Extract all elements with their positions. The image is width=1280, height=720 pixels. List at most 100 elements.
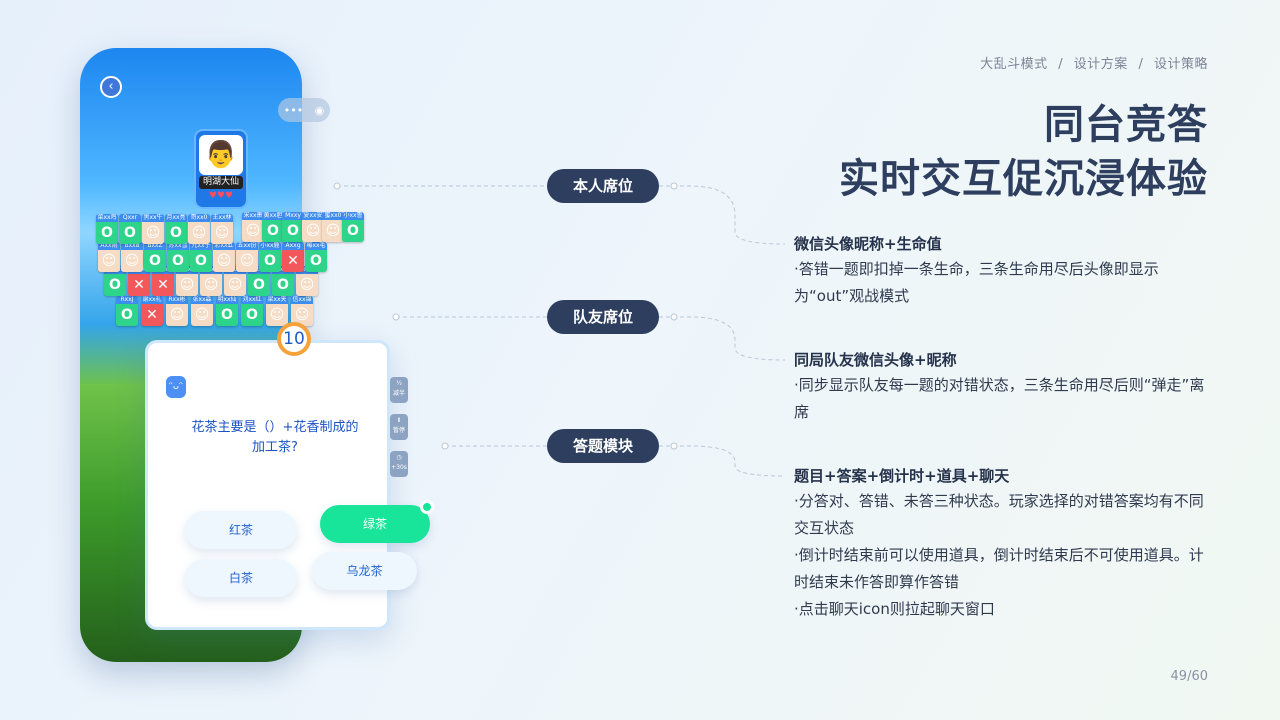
avatar: ☺: [191, 304, 213, 326]
page-title: 同台竞答 实时交互促沉浸体验: [839, 98, 1208, 206]
correct-icon: O: [241, 304, 263, 326]
correct-icon: O: [165, 222, 187, 244]
avatar: ☺: [302, 220, 324, 242]
title-line-2: 实时交互促沉浸体验: [839, 156, 1208, 202]
avatar: ☺: [200, 274, 222, 296]
avatar: ☺: [188, 222, 210, 244]
avatar: ☺: [296, 274, 318, 296]
avatar: ☺: [176, 274, 198, 296]
breadcrumb-item[interactable]: 设计方案: [1073, 57, 1128, 72]
back-button[interactable]: ‹: [100, 76, 122, 98]
avatar: ☺: [98, 250, 120, 272]
avatar: ☺: [142, 222, 164, 244]
teammate-nickname: Axxg: [282, 242, 304, 250]
wrong-icon: ✕: [282, 250, 304, 272]
chat-bot-icon[interactable]: ᵔᴗᵔ: [166, 376, 186, 398]
breadcrumb-item[interactable]: 大乱斗模式: [980, 57, 1048, 72]
answer-option-selected[interactable]: 绿茶: [320, 505, 430, 543]
teammate-seat: 大xx佳☺: [224, 266, 246, 296]
correct-icon: O: [282, 220, 304, 242]
teammate-seat: Rxx彬☺: [166, 296, 188, 326]
title-line-1: 同台竞答: [1044, 102, 1208, 148]
callout-description: 同局队友微信头像+昵称 ·同步显示队友每一题的对错状态，三条生命用尽后则“弹走”…: [794, 348, 1214, 426]
teammate-nickname: 黑xx牛: [142, 214, 164, 222]
selected-indicator-icon: [420, 500, 434, 514]
callout-heading: 题目+答案+倒计时+道具+聊天: [794, 467, 1010, 485]
avatar: ☺: [224, 274, 246, 296]
teammate-seat: 彩xx虹☺: [213, 242, 235, 272]
tool-add-time-button[interactable]: ◷ +30s: [390, 451, 408, 477]
teammate-seat: 张xx森☺: [191, 296, 213, 326]
callout-text: ·答错一题即扣掉一条生命，三条生命用尽后头像即显示为“out”观战模式: [794, 260, 1159, 305]
teammate-seat: 黑xx牛☺: [142, 214, 164, 244]
correct-icon: O: [259, 250, 281, 272]
callout-heading: 同局队友微信头像+昵称: [794, 351, 957, 369]
breadcrumb-item[interactable]: 设计策略: [1153, 57, 1208, 72]
teammate-seat: 宋xx萧☺: [242, 212, 264, 242]
teammate-nickname: 宋xx萧: [242, 212, 264, 220]
teammate-nickname: Axx雨: [98, 242, 120, 250]
tool-label: +30s: [391, 464, 407, 471]
clock-icon: ◷: [396, 454, 402, 461]
teammate-seat: 信xx锦☺: [291, 296, 313, 326]
teammate-nickname: 五xx份: [236, 242, 258, 250]
teammate-nickname: BxxZ: [144, 242, 166, 250]
answer-option[interactable]: 乌龙茶: [312, 552, 417, 590]
teammate-nickname: 小xx鹿: [259, 242, 281, 250]
avatar: ☺: [291, 304, 313, 326]
teammate-nickname: 刘xx红: [241, 296, 263, 304]
callout-text: ·倒计时结束前可以使用道具，倒计时结束后不可使用道具。计时结束未作答即算作答错: [794, 546, 1204, 591]
teammate-nickname: 小xx鲁: [342, 212, 364, 220]
callout-label-quiz-module: 答题模块: [547, 429, 659, 463]
teammate-nickname: 张xx森: [191, 296, 213, 304]
breadcrumb: 大乱斗模式 / 设计方案 / 设计策略: [974, 53, 1208, 72]
page-number: 49/60: [1170, 669, 1208, 684]
teammate-nickname: 大xx佳: [224, 266, 246, 274]
mini-program-capsule[interactable]: ••• ◉: [278, 98, 330, 122]
avatar: 👨: [199, 135, 243, 175]
teammate-seat: 梁xx夹☺: [266, 296, 288, 326]
teammate-nickname: 苏xx雪: [167, 242, 189, 250]
separator: /: [1138, 57, 1144, 72]
avatar: ☺: [211, 222, 233, 244]
teammate-nickname: 明xx仙: [216, 296, 238, 304]
close-icon[interactable]: ◉: [314, 103, 325, 117]
teammate-seat: 王xx林☺: [211, 214, 233, 244]
callout-text: ·点击聊天icon则拉起聊天窗口: [794, 600, 995, 618]
teammate-seat: 五xx份☺: [236, 242, 258, 272]
wrong-icon: ✕: [152, 274, 174, 296]
avatar: ☺: [213, 250, 235, 272]
avatar: ☺: [242, 220, 264, 242]
countdown-timer: 10: [277, 322, 311, 356]
avatar: ☺: [236, 250, 258, 272]
callout-text: ·同步显示队友每一题的对错状态，三条生命用尽后则“弹走”离席: [794, 376, 1205, 421]
teammate-nickname: 莓xx毛: [305, 242, 327, 250]
more-icon[interactable]: •••: [283, 103, 304, 117]
avatar: ☺: [266, 304, 288, 326]
teammate-seat: 夏xx安☺: [302, 212, 324, 242]
teammate-nickname: 彩xx虹: [213, 242, 235, 250]
teammate-nickname: 蜜xx0: [322, 212, 344, 220]
teammate-seat: Axxg✕: [282, 242, 304, 272]
callout-description: 题目+答案+倒计时+道具+聊天 ·分答对、答错、未答三种状态。玩家选择的对错答案…: [794, 464, 1214, 623]
self-nickname: 明湖大仙: [199, 176, 243, 189]
answer-option[interactable]: 红茶: [185, 511, 297, 549]
teammate-seat: Axx雨☺: [98, 242, 120, 272]
pause-icon: Ⅱ: [397, 417, 401, 424]
teammate-nickname: Rxx彬: [166, 296, 188, 304]
wrong-icon: ✕: [128, 274, 150, 296]
answer-option[interactable]: 白茶: [185, 559, 297, 597]
correct-icon: O: [248, 274, 270, 296]
